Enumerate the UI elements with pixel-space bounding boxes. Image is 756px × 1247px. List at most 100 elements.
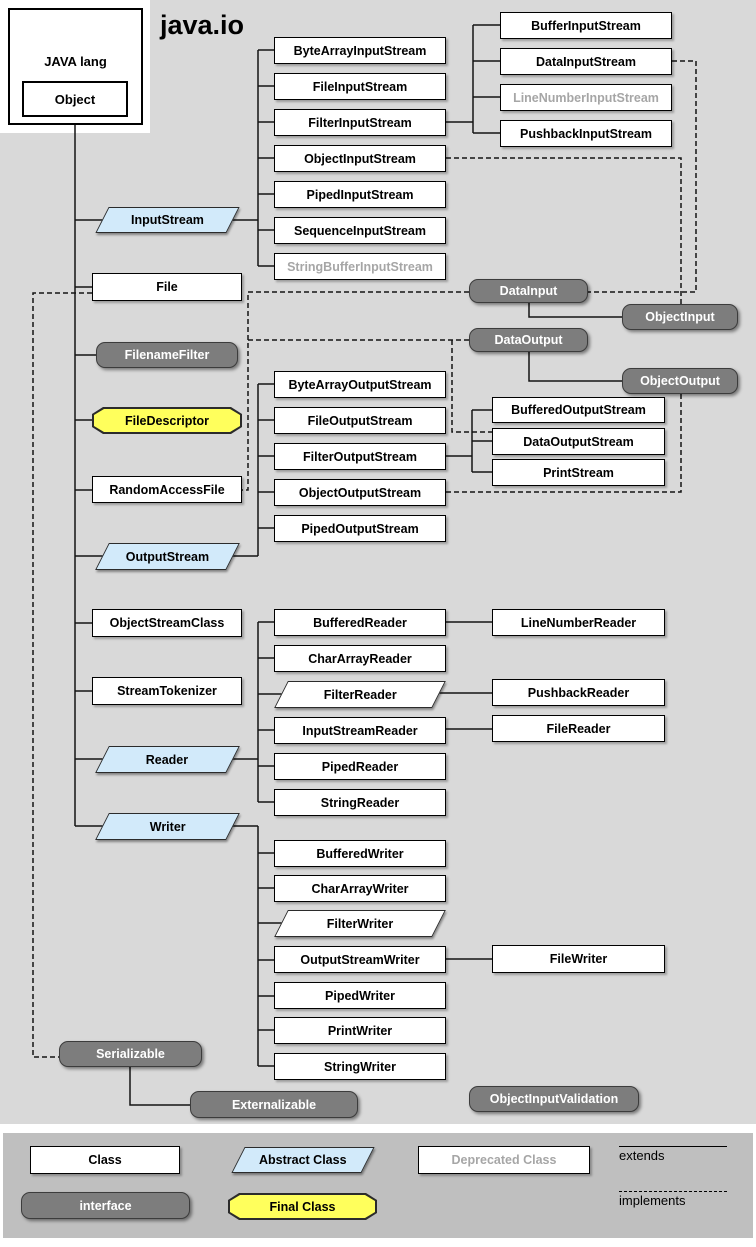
node-label: FileDescriptor [124,413,210,428]
node-file: File [92,273,242,301]
node-outputstream: OutputStream [95,543,240,570]
legend-label: Abstract Class [259,1153,347,1167]
node-fileoutputstream: FileOutputStream [274,407,446,434]
node-pipedwriter: PipedWriter [274,982,446,1009]
legend-label: Deprecated Class [451,1153,557,1167]
node-filterwriter: FilterWriter [274,910,446,937]
final-shape-fill: Final Class [230,1195,375,1218]
node-linenumberreader: LineNumberReader [492,609,665,636]
node-label: ObjectInput [645,310,715,324]
node-stringbufferinputstream: StringBufferInputStream [274,253,446,280]
node-label: ObjectOutput [640,374,720,388]
node-filterinputstream: FilterInputStream [274,109,446,136]
legend-class: Class [30,1146,180,1174]
node-label: BufferedWriter [316,846,404,861]
node-label: SequenceInputStream [294,223,426,238]
node-fileinputstream: FileInputStream [274,73,446,100]
node-label: PipedOutputStream [301,521,419,536]
node-datainputstream: DataInputStream [500,48,672,75]
node-label: File [156,280,178,294]
node-label: PipedReader [321,759,399,774]
node-label: Serializable [96,1047,165,1061]
legend-label: Class [88,1153,122,1167]
solid-edge [129,1067,190,1106]
node-label: CharArrayWriter [311,881,409,896]
node-label: BufferInputStream [531,18,641,33]
java-lang-label: JAVA lang [44,54,107,69]
node-label: PushbackInputStream [520,126,652,141]
node-label: PipedWriter [325,988,395,1003]
node-label: DataInput [499,284,558,298]
node-label: DataOutputStream [523,434,634,449]
dashed-edge [446,157,682,304]
node-filereader: FileReader [492,715,665,742]
node-filenamefilter: FilenameFilter [96,342,238,368]
node-label: FileInputStream [312,79,408,94]
node-object: Object [22,81,128,117]
node-label: StreamTokenizer [117,684,217,698]
node-label: StringBufferInputStream [287,259,433,274]
node-label: ObjectOutputStream [298,485,422,500]
edges-layer [32,24,697,1106]
node-label: PrintWriter [327,1023,393,1038]
node-inputstream: InputStream [95,207,240,233]
node-chararraywriter: CharArrayWriter [274,875,446,902]
node-stringwriter: StringWriter [274,1053,446,1080]
dashed-edge [446,394,682,493]
dashed-edge [588,60,697,293]
node-label: PipedInputStream [306,187,414,202]
node-label: Reader [146,752,189,767]
node-objectoutput: ObjectOutput [622,368,738,394]
legend-interface: interface [21,1192,190,1219]
node-filterreader: FilterReader [274,681,446,708]
legend-extends: extends [619,1146,727,1163]
node-label: ObjectStreamClass [109,616,225,630]
node-reader: Reader [95,746,240,773]
node-filteroutputstream: FilterOutputStream [274,443,446,470]
node-label: FilterWriter [326,916,394,931]
node-label: StringWriter [324,1059,396,1074]
node-objectstreamclass: ObjectStreamClass [92,609,242,637]
node-label: LineNumberReader [520,615,637,630]
node-dataoutputstream: DataOutputStream [492,428,665,455]
node-label: FileOutputStream [307,413,413,428]
node-externalizable: Externalizable [190,1091,358,1118]
node-label: PushbackReader [527,685,630,700]
node-serializable: Serializable [59,1041,202,1067]
node-pipedinputstream: PipedInputStream [274,181,446,208]
dashed-edge [32,292,92,1058]
node-chararrayreader: CharArrayReader [274,645,446,672]
node-printwriter: PrintWriter [274,1017,446,1044]
node-label: DataOutput [494,333,563,347]
node-filewriter: FileWriter [492,945,665,973]
node-label: ObjectInputValidation [489,1092,619,1106]
node-label: StringReader [320,795,400,810]
node-printstream: PrintStream [492,459,665,486]
legend-deprecated-class: Deprecated Class [418,1146,590,1174]
solid-edge [528,352,622,382]
node-bufferedwriter: BufferedWriter [274,840,446,867]
node-dataoutput: DataOutput [469,328,588,352]
node-pushbackreader: PushbackReader [492,679,665,706]
node-label: FileWriter [549,952,608,966]
legend-label: interface [79,1198,132,1213]
node-objectinput: ObjectInput [622,304,738,330]
node-bytearrayinputstream: ByteArrayInputStream [274,37,446,64]
node-label: InputStreamReader [302,723,418,738]
node-pipedreader: PipedReader [274,753,446,780]
node-objectinputstream: ObjectInputStream [274,145,446,172]
final-shape-fill: FileDescriptor [94,409,240,432]
node-pipedoutputstream: PipedOutputStream [274,515,446,542]
node-objectoutputstream: ObjectOutputStream [274,479,446,506]
node-label: CharArrayReader [308,651,412,666]
legend-final-class: Final Class [228,1193,377,1220]
extends-line [619,1146,727,1147]
extends-label: extends [619,1148,665,1163]
node-label: Writer [149,819,186,834]
node-pushbackinputstream: PushbackInputStream [500,120,672,147]
java-lang-box: JAVA lang Object [8,8,143,125]
dashed-edge [451,340,492,433]
node-label: FilterReader [323,687,397,702]
node-streamtokenizer: StreamTokenizer [92,677,242,705]
implements-label: implements [619,1193,686,1208]
